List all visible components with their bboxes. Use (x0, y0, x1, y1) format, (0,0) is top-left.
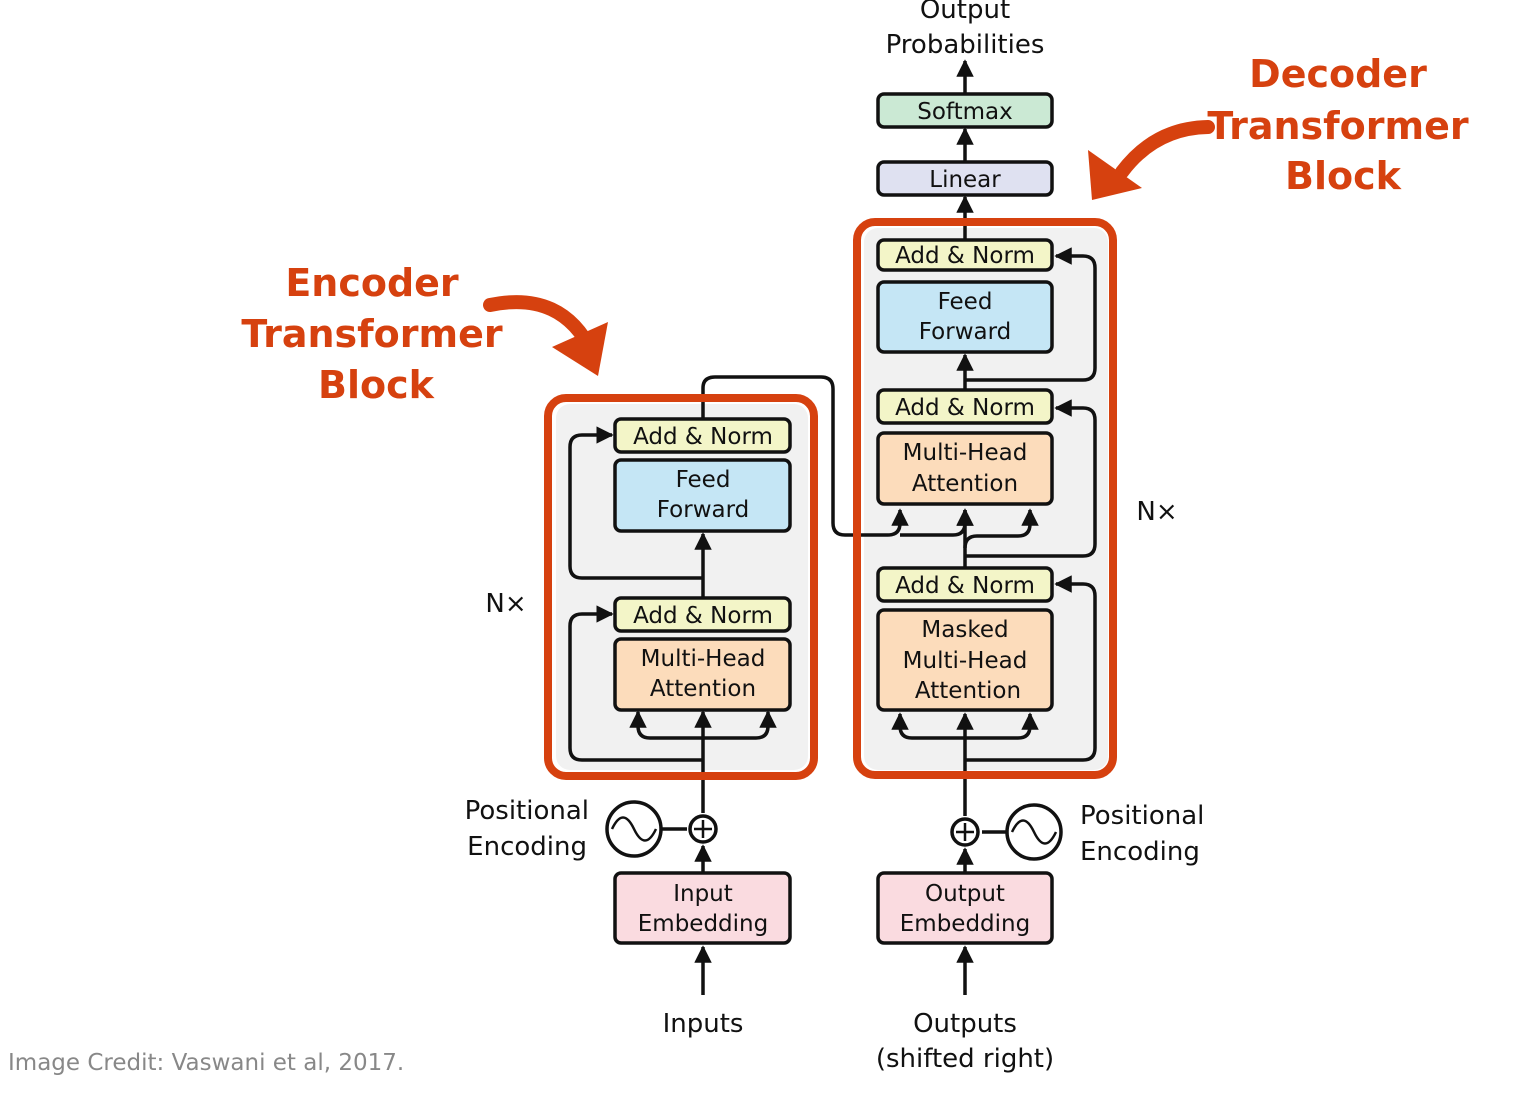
decoder-masked-attention-label-3: Attention (915, 678, 1021, 704)
decoder-masked-attention-label-2: Multi-Head (903, 648, 1028, 674)
inputs-label: Inputs (663, 1009, 744, 1039)
decoder-callout-arrow (1088, 120, 1215, 200)
encoder-positional-label-1: Positional (465, 796, 589, 826)
input-embedding-label-2: Embedding (638, 911, 768, 937)
decoder-cross-attention-label-2: Attention (912, 471, 1018, 497)
decoder-feed-forward-label-2: Forward (919, 319, 1012, 345)
outputs-label-1: Outputs (913, 1009, 1017, 1039)
output-embedding-label-1: Output (925, 881, 1005, 907)
decoder-feed-forward-label-1: Feed (938, 289, 993, 315)
encoder-attention-box (613, 637, 792, 712)
encoder-connections (568, 375, 860, 995)
encoder-plus-icon (694, 820, 712, 838)
encoder-nx-label: N× (485, 589, 526, 619)
decoder-feed-forward-box (876, 280, 1054, 354)
decoder-masked-attention-box (876, 608, 1054, 712)
decoder-cross-attention-label-1: Multi-Head (903, 440, 1028, 466)
output-probabilities-label-2: Probabilities (886, 30, 1045, 60)
encoder-attention-label-2: Attention (650, 676, 756, 702)
input-embedding-label-1: Input (673, 881, 733, 907)
encoder-callout-line-2: Transformer (241, 312, 503, 356)
decoder-plus-icon (956, 823, 974, 841)
linear-label: Linear (929, 167, 1001, 193)
decoder-nx-label: N× (1136, 497, 1177, 527)
decoder-add-norm-top-box (876, 238, 1054, 272)
decoder-positional-label-1: Positional (1080, 801, 1204, 831)
encoder-callout-arrow (483, 295, 608, 376)
encoder-callout-line-1: Encoder (285, 261, 459, 305)
encoder-highlight-frame (544, 394, 818, 780)
encoder-feed-forward-box (613, 458, 792, 533)
image-credit: Image Credit: Vaswani et al, 2017. (8, 1050, 404, 1076)
decoder-add-norm-bottom-box (876, 566, 1054, 603)
input-embedding-box (613, 871, 792, 945)
output-embedding-box (876, 871, 1054, 945)
encoder-positional-label-2: Encoding (467, 832, 587, 862)
decoder-add-norm-bottom-label: Add & Norm (895, 573, 1035, 599)
decoder-positional-label-2: Encoding (1080, 837, 1200, 867)
linear-box (876, 160, 1054, 197)
decoder-add-norm-top-label: Add & Norm (895, 243, 1035, 269)
decoder-callout-line-1: Decoder (1249, 52, 1427, 96)
encoder-add-norm-bottom-label: Add & Norm (633, 603, 773, 629)
encoder-feed-forward-label-1: Feed (676, 467, 731, 493)
encoder-feed-forward-label-2: Forward (657, 497, 750, 523)
decoder-callout-line-3: Block (1285, 154, 1402, 198)
decoder-add-norm-mid-box (876, 388, 1054, 425)
encoder-add-norm-bottom-box (613, 596, 792, 633)
output-probabilities-label-1: Output (920, 0, 1010, 25)
decoder-highlight-frame (853, 218, 1117, 779)
output-embedding-label-2: Embedding (900, 911, 1030, 937)
encoder-callout-line-3: Block (318, 363, 435, 407)
decoder-add-norm-mid-label: Add & Norm (895, 395, 1035, 421)
decoder-connections (860, 59, 1097, 995)
encoder-add-norm-top-box (613, 417, 792, 454)
encoder-attention-label-1: Multi-Head (641, 646, 766, 672)
decoder-masked-attention-label-1: Masked (921, 617, 1008, 643)
encoder-add-norm-top-label: Add & Norm (633, 424, 773, 450)
outputs-label-2: (shifted right) (876, 1044, 1054, 1074)
softmax-label: Softmax (917, 99, 1013, 125)
decoder-cross-attention-box (876, 431, 1054, 506)
decoder-callout-line-2: Transformer (1207, 104, 1469, 148)
softmax-box (876, 92, 1054, 129)
